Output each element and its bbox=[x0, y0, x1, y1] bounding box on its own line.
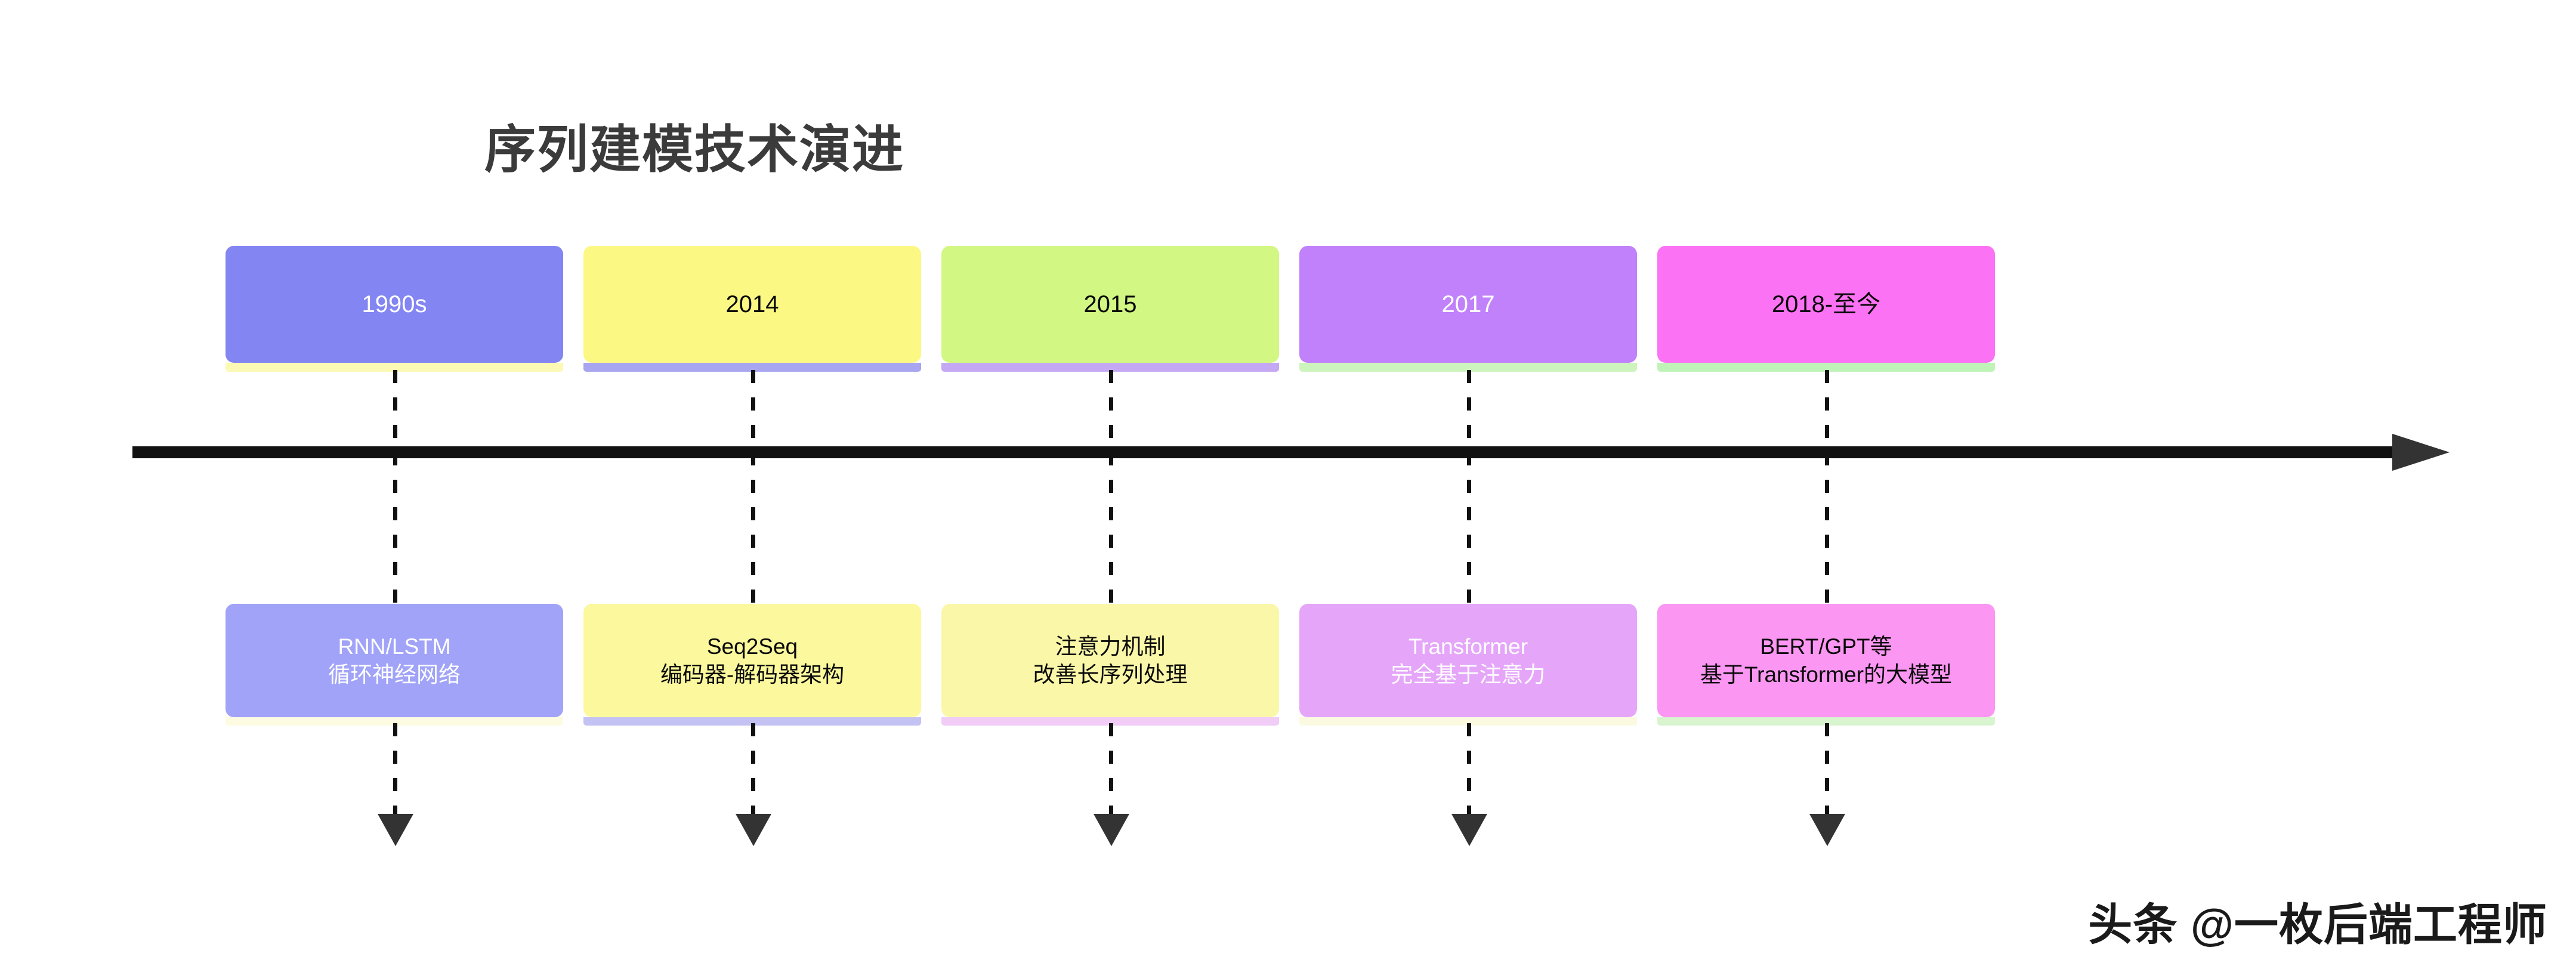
desc-card-accent-strip bbox=[226, 717, 563, 726]
desc-card-accent-strip bbox=[941, 717, 1279, 726]
description-card[interactable]: Seq2Seq 编码器-解码器架构 bbox=[583, 604, 921, 717]
description-card[interactable]: RNN/LSTM 循环神经网络 bbox=[226, 604, 563, 717]
year-card-label: 2017 bbox=[1441, 291, 1495, 317]
description-card[interactable]: Transformer 完全基于注意力 bbox=[1299, 604, 1637, 717]
connector-arrow-icon bbox=[1094, 814, 1129, 846]
dashed-connector-upper bbox=[393, 370, 397, 603]
desc-card-accent-strip bbox=[1657, 717, 1995, 726]
description-subtitle: 完全基于注意力 bbox=[1391, 662, 1546, 687]
dashed-connector-upper bbox=[751, 370, 755, 603]
year-card[interactable]: 2017 bbox=[1299, 246, 1637, 363]
description-title: BERT/GPT等 bbox=[1760, 634, 1892, 659]
year-card-accent-strip bbox=[226, 363, 563, 372]
year-card-accent-strip bbox=[1299, 363, 1637, 372]
description-title: Transformer bbox=[1408, 634, 1528, 659]
description-title: Seq2Seq bbox=[706, 634, 798, 659]
year-card[interactable]: 2015 bbox=[941, 246, 1279, 363]
page-title: 序列建模技术演进 bbox=[484, 121, 904, 178]
desc-card-accent-strip bbox=[1299, 717, 1637, 726]
year-card-label: 2015 bbox=[1083, 291, 1137, 317]
connector-arrow-icon bbox=[378, 814, 413, 846]
description-subtitle: 改善长序列处理 bbox=[1033, 662, 1188, 687]
year-card-label: 1990s bbox=[362, 291, 427, 317]
connector-arrow-icon bbox=[1809, 814, 1845, 846]
connector-arrow-icon bbox=[1451, 814, 1487, 846]
watermark-text: 头条 @一枚后端工程师 bbox=[2088, 900, 2547, 949]
year-card-accent-strip bbox=[583, 363, 921, 372]
connector-arrow-icon bbox=[736, 814, 771, 846]
timeline-axis-line bbox=[132, 446, 2417, 458]
year-card[interactable]: 2014 bbox=[583, 246, 921, 363]
year-card[interactable]: 1990s bbox=[226, 246, 563, 363]
year-card[interactable]: 2018-至今 bbox=[1657, 246, 1995, 363]
dashed-connector-lower bbox=[393, 723, 397, 817]
description-subtitle: 基于Transformer的大模型 bbox=[1700, 662, 1953, 687]
year-card-label: 2014 bbox=[725, 291, 779, 317]
dashed-connector-lower bbox=[1467, 723, 1471, 817]
description-subtitle: 编码器-解码器架构 bbox=[660, 662, 845, 687]
dashed-connector-upper bbox=[1109, 370, 1113, 603]
dashed-connector-lower bbox=[1825, 723, 1829, 817]
dashed-connector-upper bbox=[1825, 370, 1829, 603]
dashed-connector-upper bbox=[1467, 370, 1471, 603]
year-card-label: 2018-至今 bbox=[1771, 291, 1881, 317]
era-column-5: 2018-至今 BERT/GPT等基于Transformer的大模型 bbox=[1657, 0, 1995, 972]
description-card[interactable]: 注意力机制改善长序列处理 bbox=[941, 604, 1279, 717]
description-title: RNN/LSTM bbox=[338, 634, 451, 659]
year-card-accent-strip bbox=[1657, 363, 1995, 372]
description-title: 注意力机制 bbox=[1055, 634, 1166, 659]
description-card[interactable]: BERT/GPT等基于Transformer的大模型 bbox=[1657, 604, 1995, 717]
era-column-3: 2015 注意力机制改善长序列处理 bbox=[941, 0, 1279, 972]
description-subtitle: 循环神经网络 bbox=[328, 662, 461, 687]
desc-card-accent-strip bbox=[583, 717, 921, 726]
timeline-arrow-icon bbox=[2392, 434, 2450, 471]
dashed-connector-lower bbox=[751, 723, 755, 817]
year-card-accent-strip bbox=[941, 363, 1279, 372]
dashed-connector-lower bbox=[1109, 723, 1113, 817]
